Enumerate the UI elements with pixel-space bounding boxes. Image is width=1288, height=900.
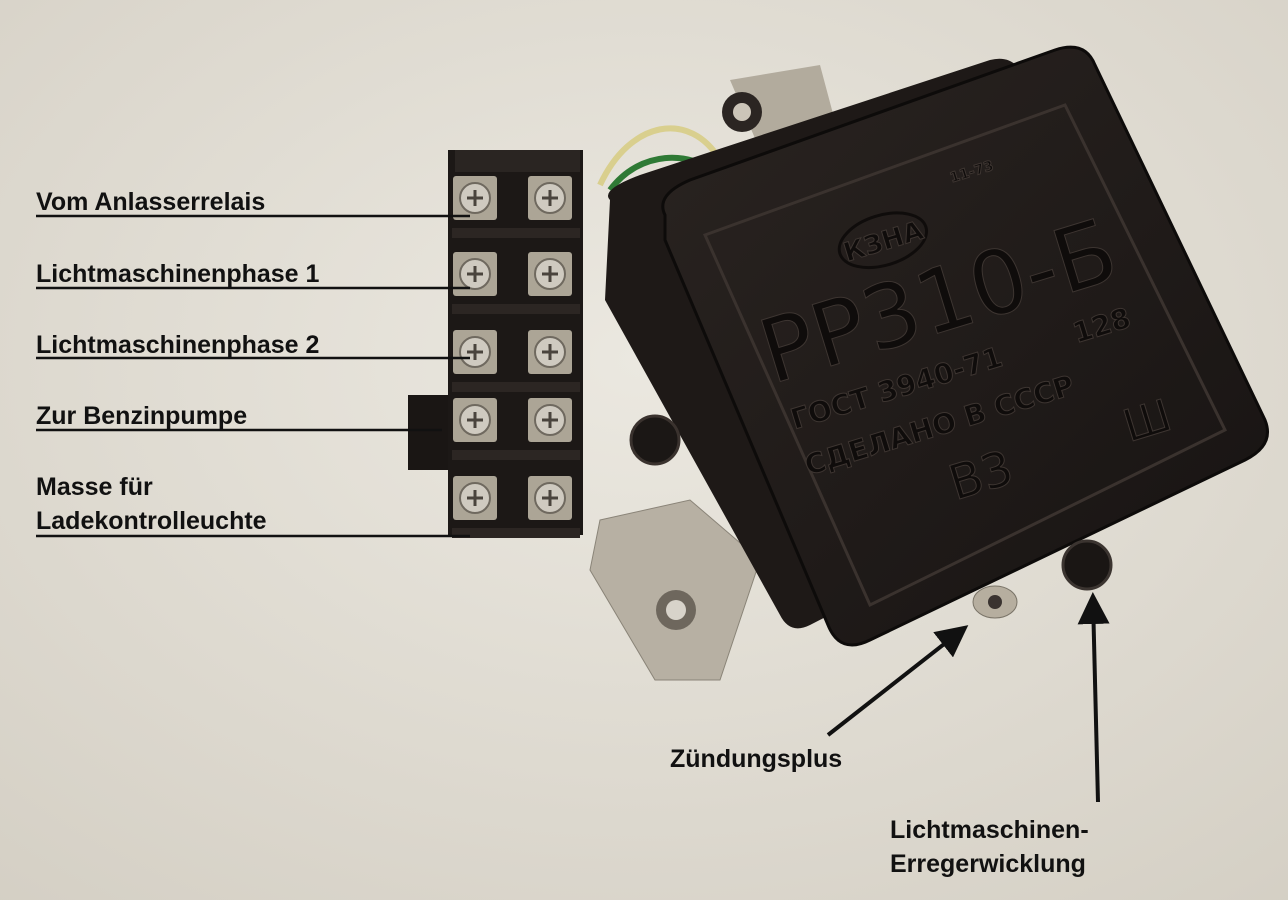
terminal-screw [453, 330, 497, 374]
terminal-separator [452, 382, 580, 392]
mounting-plate [589, 499, 761, 681]
label-erreger-2: Erregerwicklung [890, 850, 1086, 878]
terminal-screw [528, 252, 572, 296]
terminal-screw [528, 330, 572, 374]
label-benzinpumpe: Zur Benzinpumpe [36, 402, 248, 430]
arrow-erregerwicklung [1077, 592, 1110, 803]
terminal-separator [452, 528, 580, 538]
leader-lines [36, 214, 470, 538]
terminal-screw [453, 398, 497, 442]
field-terminal-screw [1061, 539, 1113, 591]
cover-screw [629, 414, 681, 466]
terminal-separator [452, 228, 580, 238]
label-erreger-1: Lichtmaschinen- [890, 816, 1089, 844]
label-anlasserrelais: Vom Anlasserrelais [36, 188, 266, 216]
label-zuendungsplus: Zündungsplus [670, 745, 843, 773]
terminal-separator [452, 304, 580, 314]
terminal-block [408, 150, 583, 538]
terminal-screw [453, 252, 497, 296]
label-masse-2: Ladekontrolleuchte [36, 507, 267, 535]
terminal-screw [528, 398, 572, 442]
label-phase-1: Lichtmaschinenphase 1 [36, 260, 320, 288]
label-masse-1: Masse für [36, 473, 153, 501]
terminal-separator [452, 450, 580, 460]
terminal-screw [528, 176, 572, 220]
terminal-screw [453, 476, 497, 520]
terminal-screw [528, 476, 572, 520]
arrow-zuendungsplus [826, 625, 969, 737]
regulator-cover: КЗНА 11-73 PP310-Б ГОСТ 3940-71 128 СДЕЛ… [629, 45, 1269, 647]
label-phase-2: Lichtmaschinenphase 2 [36, 331, 320, 359]
terminal-screw [453, 176, 497, 220]
